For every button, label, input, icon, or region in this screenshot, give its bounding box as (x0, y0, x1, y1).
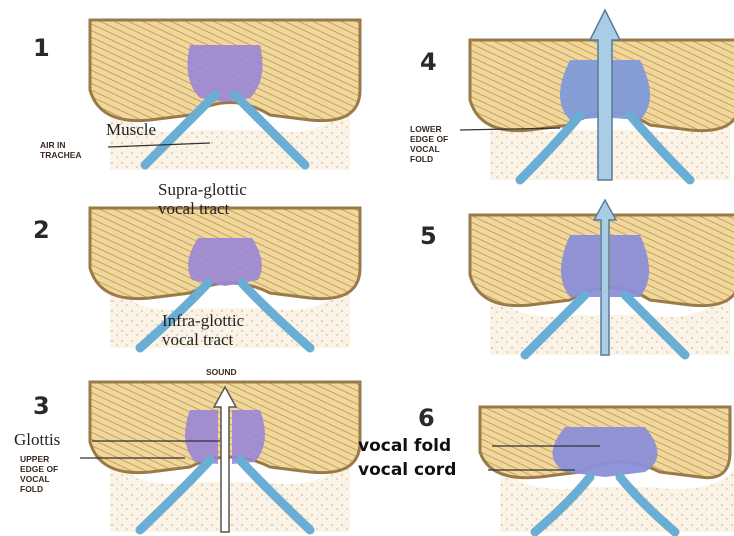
label-supra-glottic-line-2: vocal tract (158, 199, 247, 218)
label-upper-edge-of-vocal-fold: UPPER EDGE OF VOCAL FOLD (20, 454, 58, 494)
panel-number-6: 6 (418, 404, 435, 432)
label-air-in-trachea-line-1: AIR IN (40, 140, 82, 150)
label-glottis: Glottis (14, 430, 60, 449)
panel-4-illustration (470, 10, 734, 180)
label-air-in-trachea-line-2: TRACHEA (40, 150, 82, 160)
label-vocal-fold: vocal fold (358, 436, 451, 456)
panel-5-vocal-fold-right (610, 235, 649, 297)
panel-number-5: 5 (420, 222, 437, 250)
label-infra-glottic-line-2: vocal tract (162, 330, 244, 349)
label-infra-glottic: Infra-glottic vocal tract (162, 311, 244, 349)
label-sound: SOUND (206, 367, 237, 377)
label-vocal-cord: vocal cord (358, 460, 456, 480)
label-lower-edge-of-vocal-fold: LOWER EDGE OF VOCAL FOLD (410, 124, 448, 164)
label-upper-edge-line-1: UPPER (20, 454, 58, 464)
label-upper-edge-line-4: FOLD (20, 484, 58, 494)
label-lower-edge-line-3: VOCAL (410, 144, 448, 154)
label-muscle: Muscle (106, 120, 156, 139)
panel-3-illustration (90, 382, 360, 532)
label-lower-edge-line-1: LOWER (410, 124, 448, 134)
label-supra-glottic-line-1: Supra-glottic (158, 180, 247, 199)
label-lower-edge-line-4: FOLD (410, 154, 448, 164)
panel-5-vocal-fold-left (561, 235, 600, 297)
label-air-in-trachea: AIR IN TRACHEA (40, 140, 82, 160)
panel-number-4: 4 (420, 48, 437, 76)
panel-5-illustration (470, 200, 734, 355)
panel-1-illustration (90, 20, 360, 170)
panel-number-3: 3 (33, 392, 50, 420)
label-supra-glottic: Supra-glottic vocal tract (158, 180, 247, 218)
panel-number-1: 1 (33, 34, 50, 62)
panel-number-2: 2 (33, 216, 50, 244)
label-infra-glottic-line-1: Infra-glottic (162, 311, 244, 330)
label-lower-edge-line-2: EDGE OF (410, 134, 448, 144)
label-upper-edge-line-2: EDGE OF (20, 464, 58, 474)
label-upper-edge-line-3: VOCAL (20, 474, 58, 484)
panel-6-vocal-fold-right (605, 427, 658, 477)
